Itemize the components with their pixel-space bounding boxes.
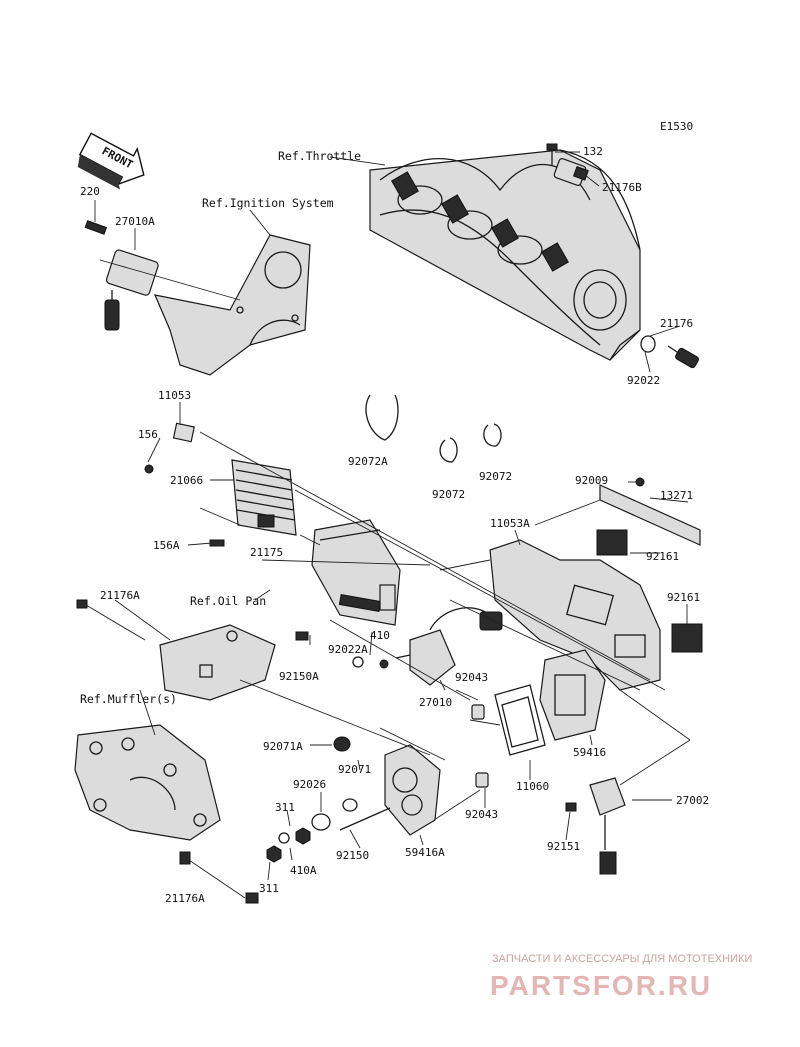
washers-311-410A — [266, 631, 389, 863]
stay-13271 — [599, 477, 701, 546]
label-92026: 92026 — [293, 778, 326, 791]
clamp-92072A — [365, 394, 399, 441]
oil-pan — [76, 599, 276, 701]
label-21176A-bottom: 21176A — [165, 892, 205, 905]
label-27010: 27010 — [419, 696, 452, 709]
label-92150A: 92150A — [279, 670, 319, 683]
label-156: 156 — [138, 428, 158, 441]
dowel-92043-a — [471, 704, 485, 720]
bracket-11053A — [489, 539, 661, 691]
watermark-brand: PARTSFOR.RU — [490, 970, 712, 1001]
front-arrow-icon — [77, 132, 145, 190]
label-92043-b: 92043 — [465, 808, 498, 821]
damper-92161-a — [596, 529, 628, 556]
label-13271: 13271 — [660, 489, 693, 502]
throttle-body — [369, 149, 641, 361]
label-59416A: 59416A — [405, 846, 445, 859]
label-11060: 11060 — [516, 780, 549, 793]
label-21176B: 21176B — [602, 181, 642, 194]
ignition-bracket — [153, 234, 311, 376]
gasket-11060 — [494, 684, 546, 756]
label-92022A: 92022A — [328, 643, 368, 656]
label-27002: 27002 — [676, 794, 709, 807]
label-92151: 92151 — [547, 840, 580, 853]
label-92161-b: 92161 — [667, 591, 700, 604]
label-92071A: 92071A — [263, 740, 303, 753]
label-21176A-top: 21176A — [100, 589, 140, 602]
label-21066: 21066 — [170, 474, 203, 487]
label-92150: 92150 — [336, 849, 369, 862]
label-11053A: 11053A — [490, 517, 530, 530]
label-220: 220 — [80, 185, 100, 198]
label-92009: 92009 — [575, 474, 608, 487]
label-311-b: 311 — [259, 882, 279, 895]
label-410: 410 — [370, 629, 390, 642]
ref-ignition: Ref.Ignition System — [202, 196, 334, 210]
label-92072-a: 92072 — [432, 488, 465, 501]
watermark-tagline: ЗАПЧАСТИ И АКСЕССУАРЫ ДЛЯ МОТОТЕХНИКИ — [492, 953, 752, 965]
label-311-a: 311 — [275, 801, 295, 814]
sensor-27002 — [565, 777, 626, 875]
holder-59416 — [539, 649, 606, 741]
label-92072-b: 92072 — [479, 470, 512, 483]
label-11053: 11053 — [158, 389, 191, 402]
label-21175: 21175 — [250, 546, 283, 559]
ecu-21175 — [311, 519, 401, 626]
temp-sensor-21176 — [640, 335, 699, 369]
housing-59416A — [311, 736, 441, 836]
label-92071: 92071 — [338, 763, 371, 776]
label-92043-a: 92043 — [455, 671, 488, 684]
relay-27010A — [84, 220, 159, 331]
dowel-92043-b — [475, 772, 489, 788]
ref-muffler: Ref.Muffler(s) — [80, 692, 177, 706]
label-27010A: 27010A — [115, 215, 155, 228]
regulator-21066 — [144, 422, 297, 547]
label-92072A: 92072A — [348, 455, 388, 468]
clamp-92072-a — [439, 437, 458, 463]
label-132: 132 — [583, 145, 603, 158]
leader-lines — [94, 151, 691, 881]
damper-92161-b — [671, 623, 703, 653]
label-410A: 410A — [290, 864, 317, 877]
label-92161-a: 92161 — [646, 550, 679, 563]
diagram-code: E1530 — [660, 120, 693, 133]
muffler — [74, 724, 259, 904]
throttle-sensor-21176B — [546, 143, 589, 186]
label-21176: 21176 — [660, 317, 693, 330]
ref-oil-pan: Ref.Oil Pan — [190, 594, 266, 608]
label-59416: 59416 — [573, 746, 606, 759]
ref-throttle: Ref.Throttle — [278, 149, 361, 163]
clamp-92072-b — [483, 423, 502, 447]
label-92022: 92022 — [627, 374, 660, 387]
label-156A: 156A — [153, 539, 180, 552]
